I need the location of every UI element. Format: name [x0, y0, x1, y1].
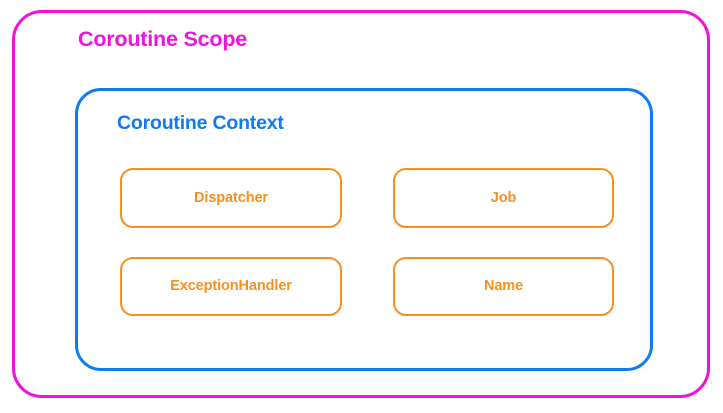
- element-box-name[interactable]: Name: [393, 257, 614, 316]
- coroutine-context-container: [75, 88, 653, 371]
- element-label-dispatcher: Dispatcher: [194, 189, 268, 206]
- coroutine-scope-container: [12, 10, 710, 398]
- coroutine-scope-label: Coroutine Scope: [78, 27, 248, 51]
- element-box-exceptionhandler[interactable]: ExceptionHandler: [120, 257, 342, 316]
- element-label-job: Job: [490, 189, 517, 206]
- element-box-job[interactable]: Job: [393, 168, 614, 228]
- element-box-dispatcher[interactable]: Dispatcher: [120, 168, 342, 228]
- coroutine-context-label: Coroutine Context: [117, 112, 284, 134]
- element-label-exceptionhandler: ExceptionHandler: [170, 278, 292, 295]
- element-label-name: Name: [483, 278, 524, 295]
